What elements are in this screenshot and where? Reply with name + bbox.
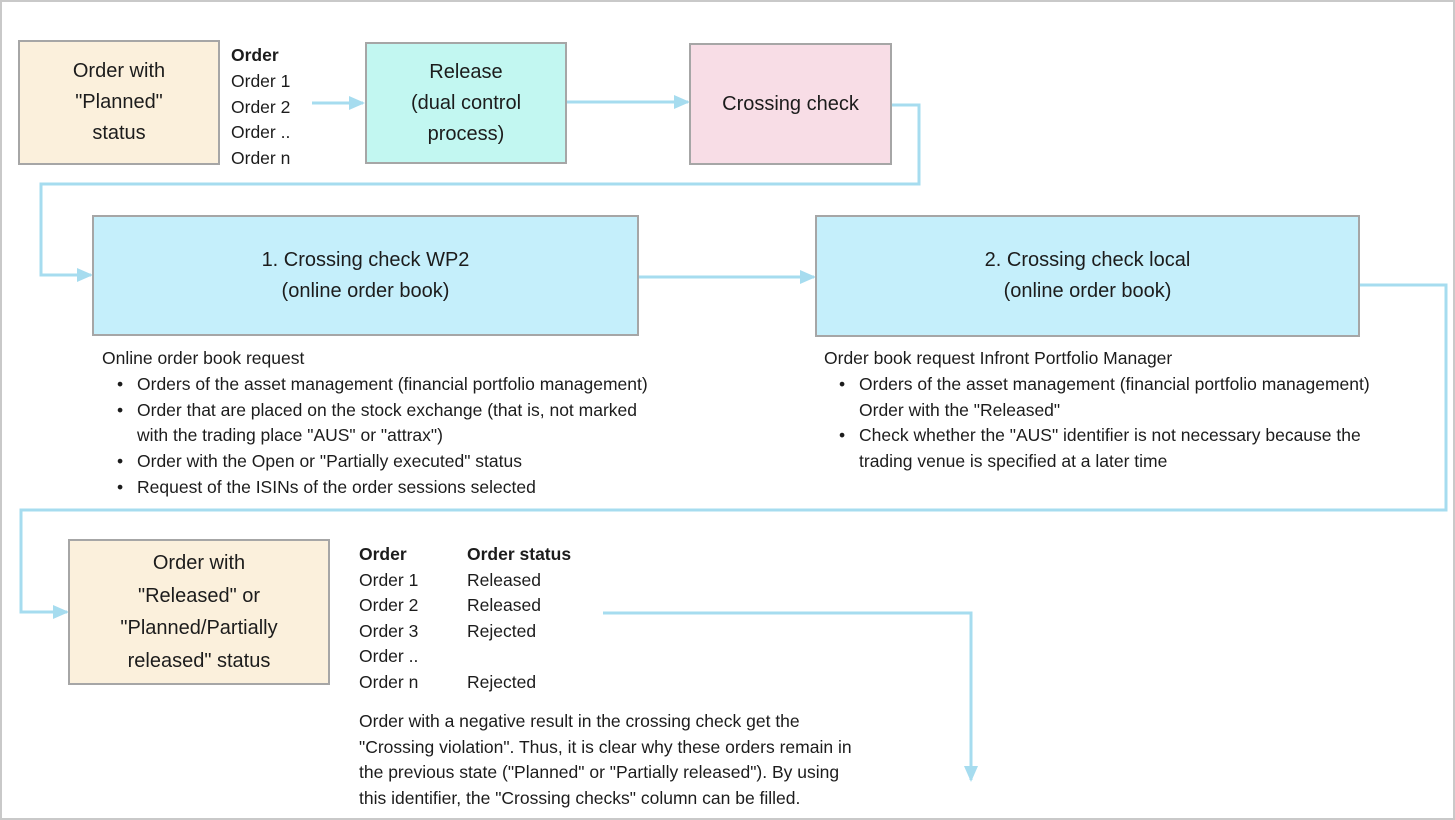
crossing-check-local-label: 2. Crossing check local (online order bo… (984, 249, 1191, 302)
local-notes-list: Orders of the asset management (financia… (824, 372, 1434, 475)
table-header-status: Order status (467, 544, 572, 564)
table-cell-order: Order 2 (359, 595, 419, 616)
crossing-check-wp2-box: 1. Crossing check WP2 (online order book… (92, 215, 639, 336)
table-cell-status: Released (467, 595, 541, 616)
order-list-item: Order 2 (231, 96, 291, 117)
crossing-violation-note: Order with a negative result in the cros… (359, 711, 852, 808)
table-header-order: Order (359, 544, 407, 564)
crossing-check-box-label: Crossing check (722, 92, 859, 115)
released-status-box-label: Order with "Released" or "Planned/Partia… (120, 552, 278, 672)
table-cell-status (467, 644, 637, 670)
table-cell-status: Rejected (467, 671, 537, 692)
release-box: Release (dual control process) (365, 42, 567, 164)
local-notes-lead: Order book request Infront Portfolio Man… (824, 348, 1173, 368)
table-cell-status: Rejected (467, 620, 537, 641)
order-list-item: Order 1 (231, 70, 291, 91)
order-list-item: Order .. (231, 122, 291, 143)
wp2-note-item: Orders of the asset management (financia… (102, 372, 677, 398)
wp2-note-item: Order with the Open or "Partially execut… (102, 449, 677, 475)
crossing-check-local-box: 2. Crossing check local (online order bo… (815, 215, 1360, 337)
table-cell-order: Order 1 (359, 569, 419, 590)
planned-status-box-label: Order with "Planned" status (72, 60, 166, 144)
top-order-list: Order Order 1 Order 2 Order .. Order n (231, 43, 290, 172)
local-note-item: Check whether the "AUS" identifier is no… (824, 423, 1434, 475)
table-cell-status: Released (467, 569, 541, 590)
wp2-notes-list: Orders of the asset management (financia… (102, 372, 677, 501)
order-list-header: Order (231, 45, 279, 65)
table-cell-order: Order n (359, 671, 419, 692)
planned-status-box: Order with "Planned" status (18, 40, 220, 165)
crossing-check-box: Crossing check (689, 43, 892, 165)
wp2-notes-lead: Online order book request (102, 348, 305, 368)
table-cell-order: Order .. (359, 646, 419, 667)
order-list-item: Order n (231, 148, 291, 169)
crossing-check-wp2-label: 1. Crossing check WP2 (online order book… (261, 248, 470, 302)
local-notes: Order book request Infront Portfolio Man… (824, 346, 1434, 475)
wp2-notes: Online order book request Orders of the … (102, 346, 677, 501)
released-status-box: Order with "Released" or "Planned/Partia… (68, 539, 330, 685)
wp2-note-item: Request of the ISINs of the order sessio… (102, 475, 677, 501)
local-note-item: Orders of the asset management (financia… (824, 372, 1434, 424)
release-box-label: Release (dual control process) (410, 60, 522, 145)
table-cell-order: Order 3 (359, 620, 419, 641)
wp2-note-item: Order that are placed on the stock excha… (102, 398, 677, 450)
order-status-table: Order Order status Order 1 Released Orde… (359, 542, 637, 696)
